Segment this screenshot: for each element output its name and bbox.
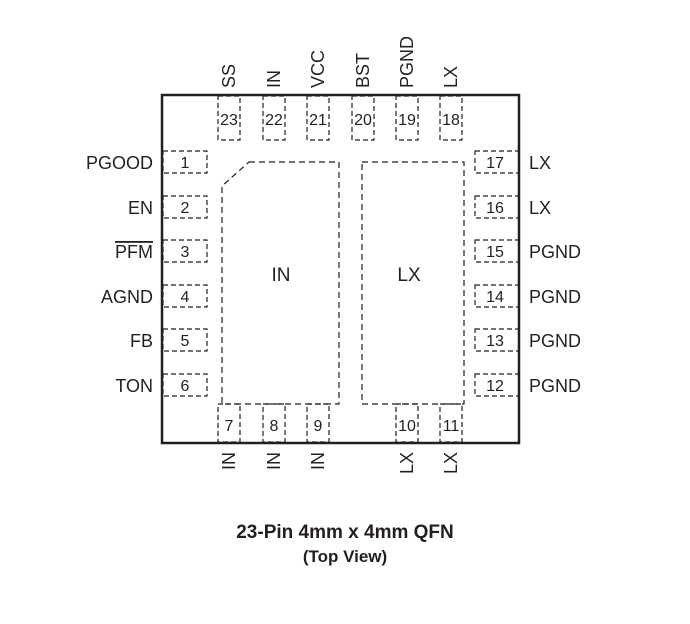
pin-1-label: PGOOD bbox=[86, 153, 153, 173]
pin-5-label: FB bbox=[130, 331, 153, 351]
pin-23-label: SS bbox=[219, 64, 239, 88]
pin-1-pad bbox=[162, 150, 208, 174]
lx-pad-label: LX bbox=[397, 265, 421, 286]
pin-17-pad bbox=[474, 150, 520, 174]
package-outline bbox=[160, 93, 521, 445]
pin-3-number: 3 bbox=[181, 244, 190, 261]
pin-7-label: IN bbox=[219, 452, 239, 470]
pin-8-number: 8 bbox=[270, 418, 279, 435]
pin-4-pad bbox=[162, 284, 208, 308]
pin-7-pad bbox=[217, 403, 241, 443]
pin-12-label: PGND bbox=[529, 376, 581, 396]
pin-15-label: PGND bbox=[529, 242, 581, 262]
pin-14-pad bbox=[474, 284, 520, 308]
pin-13-pad bbox=[474, 328, 520, 352]
pin-8-label: IN bbox=[264, 452, 284, 470]
pin-10-number: 10 bbox=[398, 418, 416, 435]
pin-2-pad bbox=[162, 195, 208, 219]
in-pad-label: IN bbox=[272, 265, 291, 286]
pin-14-number: 14 bbox=[486, 289, 504, 306]
pin-5-pad bbox=[162, 328, 208, 352]
pin-16-label: LX bbox=[529, 198, 551, 218]
pin-23-number: 23 bbox=[220, 112, 238, 129]
pin-22-label: IN bbox=[264, 70, 284, 88]
pin-4-label: AGND bbox=[101, 287, 153, 307]
pin-7-number: 7 bbox=[225, 418, 234, 435]
pin-11-number: 11 bbox=[443, 418, 460, 435]
pin-3-pad bbox=[162, 239, 208, 263]
pin-5-number: 5 bbox=[181, 333, 190, 350]
pin-6-number: 6 bbox=[181, 378, 190, 395]
pin-18-label: LX bbox=[441, 66, 461, 88]
pin-10-pad bbox=[395, 403, 419, 443]
pin-8-pad bbox=[262, 403, 286, 443]
pin-1-number: 1 bbox=[181, 155, 190, 172]
pin-22-number: 22 bbox=[265, 112, 283, 129]
pin-17-label: LX bbox=[529, 153, 551, 173]
pin-15-pad bbox=[474, 239, 520, 263]
pin-20-number: 20 bbox=[354, 112, 372, 129]
package-title: 23-Pin 4mm x 4mm QFN bbox=[236, 522, 454, 543]
pin-6-label: TON bbox=[115, 376, 153, 396]
pin-20-pad bbox=[351, 95, 375, 141]
pin-18-pad bbox=[439, 95, 463, 141]
pin-22-pad bbox=[262, 95, 286, 141]
pin-15-number: 15 bbox=[486, 244, 504, 261]
pin-3-label: PFM bbox=[115, 242, 153, 262]
pin-20-label: BST bbox=[353, 53, 373, 88]
pin-4-number: 4 bbox=[181, 289, 190, 306]
pin-9-number: 9 bbox=[314, 418, 323, 435]
pin-2-number: 2 bbox=[181, 200, 190, 217]
pin-12-pad bbox=[474, 373, 520, 397]
pin-19-number: 19 bbox=[398, 112, 416, 129]
pin-9-label: IN bbox=[308, 452, 328, 470]
pin-11-label: LX bbox=[441, 452, 461, 474]
pin-10-label: LX bbox=[397, 452, 417, 474]
pin-21-number: 21 bbox=[309, 112, 327, 129]
pin-19-pad bbox=[395, 95, 419, 141]
pin-14-label: PGND bbox=[529, 287, 581, 307]
view-label: (Top View) bbox=[302, 547, 388, 566]
pin-16-number: 16 bbox=[486, 200, 504, 217]
pin-17-number: 17 bbox=[486, 155, 504, 172]
pin-6-pad bbox=[162, 373, 208, 397]
pin-13-number: 13 bbox=[486, 333, 504, 350]
pin-9-pad bbox=[306, 403, 330, 443]
pin-23-pad bbox=[217, 95, 241, 141]
pin-12-number: 12 bbox=[486, 378, 504, 395]
pin-18-number: 18 bbox=[442, 112, 460, 129]
pin-21-pad bbox=[306, 95, 330, 141]
pin-11-pad bbox=[439, 403, 463, 443]
pin-16-pad bbox=[474, 195, 520, 219]
pin-13-label: PGND bbox=[529, 331, 581, 351]
pin-21-label: VCC bbox=[308, 50, 328, 88]
pin-19-label: PGND bbox=[397, 36, 417, 88]
pin-2-label: EN bbox=[128, 198, 153, 218]
